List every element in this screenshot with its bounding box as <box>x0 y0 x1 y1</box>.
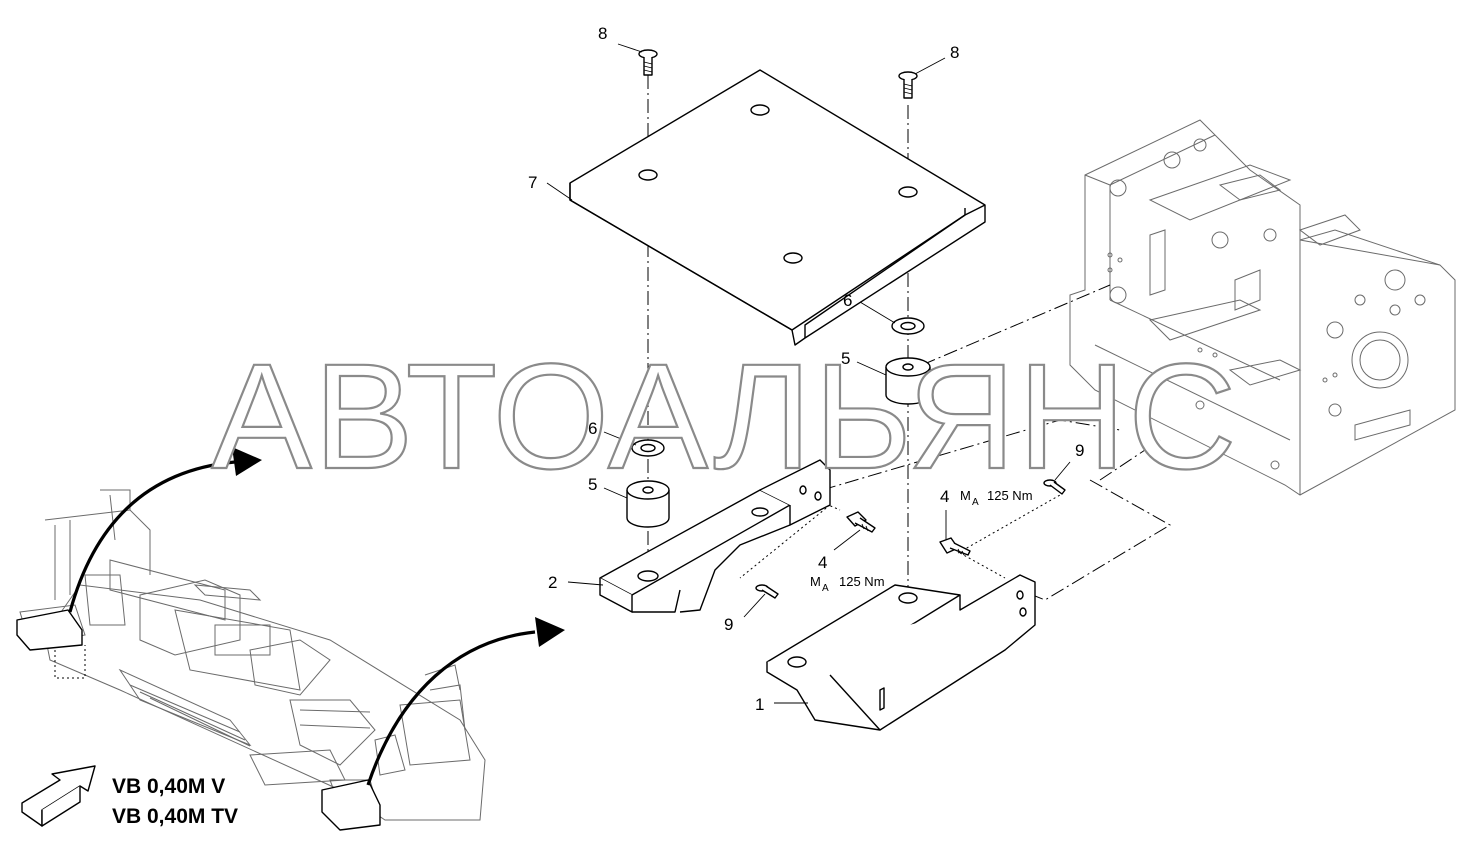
paver-overview <box>16 489 486 831</box>
part-6-washer-right <box>891 317 925 335</box>
model-label-tv: VB 0,40M TV <box>112 805 238 828</box>
part-1-bracket-right <box>766 574 1036 731</box>
part-7-cover-plate <box>569 69 986 346</box>
part-9-screw-right <box>1043 479 1066 495</box>
model-label-v: VB 0,40M V <box>112 775 225 798</box>
callout-5-right: 5 <box>841 349 850 368</box>
part-4-bolt-right <box>939 537 971 556</box>
torque-spec-left: M A 125 Nm <box>810 574 885 594</box>
torque-symbol: M <box>810 574 821 589</box>
callout-1: 1 <box>755 695 764 714</box>
torque-value: 125 Nm <box>987 488 1033 503</box>
watermark: АВТОАЛЬЯНС <box>212 332 1239 500</box>
torque-spec-right: M A 125 Nm <box>960 488 1033 508</box>
direction-arrow <box>21 765 96 827</box>
part-5-rubber-mount-left <box>626 480 670 528</box>
torque-symbol: M <box>960 488 971 503</box>
part-6-washer-left <box>631 439 665 457</box>
arrow-left-pad-curve <box>68 460 236 613</box>
arrow-right-pad-curve <box>366 630 536 786</box>
callout-6-left: 6 <box>588 419 597 438</box>
callout-5-left: 5 <box>588 475 597 494</box>
arrow-right-pad-head <box>535 617 565 647</box>
callout-4-left: 4 <box>818 553 827 572</box>
part-9-screw-left <box>755 584 779 599</box>
callout-8-left: 8 <box>598 24 607 43</box>
part-5-rubber-mount-right <box>885 357 931 405</box>
callout-4-right: 4 <box>940 487 949 506</box>
torque-subscript: A <box>972 497 979 508</box>
part-4-bolt-left <box>846 511 876 533</box>
callout-7: 7 <box>528 173 537 192</box>
part-8-screw-left <box>638 49 658 76</box>
torque-subscript: A <box>822 583 829 594</box>
part-8-screw-right <box>898 71 918 99</box>
callout-2: 2 <box>548 573 557 592</box>
screed-frame <box>1069 119 1456 496</box>
callout-9-right: 9 <box>1075 441 1084 460</box>
callout-8-right: 8 <box>950 43 959 62</box>
callout-6-right: 6 <box>843 291 852 310</box>
callout-9-left: 9 <box>724 615 733 634</box>
arrow-left-pad-head <box>232 447 262 476</box>
torque-value: 125 Nm <box>839 574 885 589</box>
fastener-alignment-lines <box>739 494 1061 579</box>
callout-leaders <box>546 43 1071 704</box>
part-2-bracket-left <box>599 459 831 613</box>
detail-arrows <box>68 447 565 786</box>
